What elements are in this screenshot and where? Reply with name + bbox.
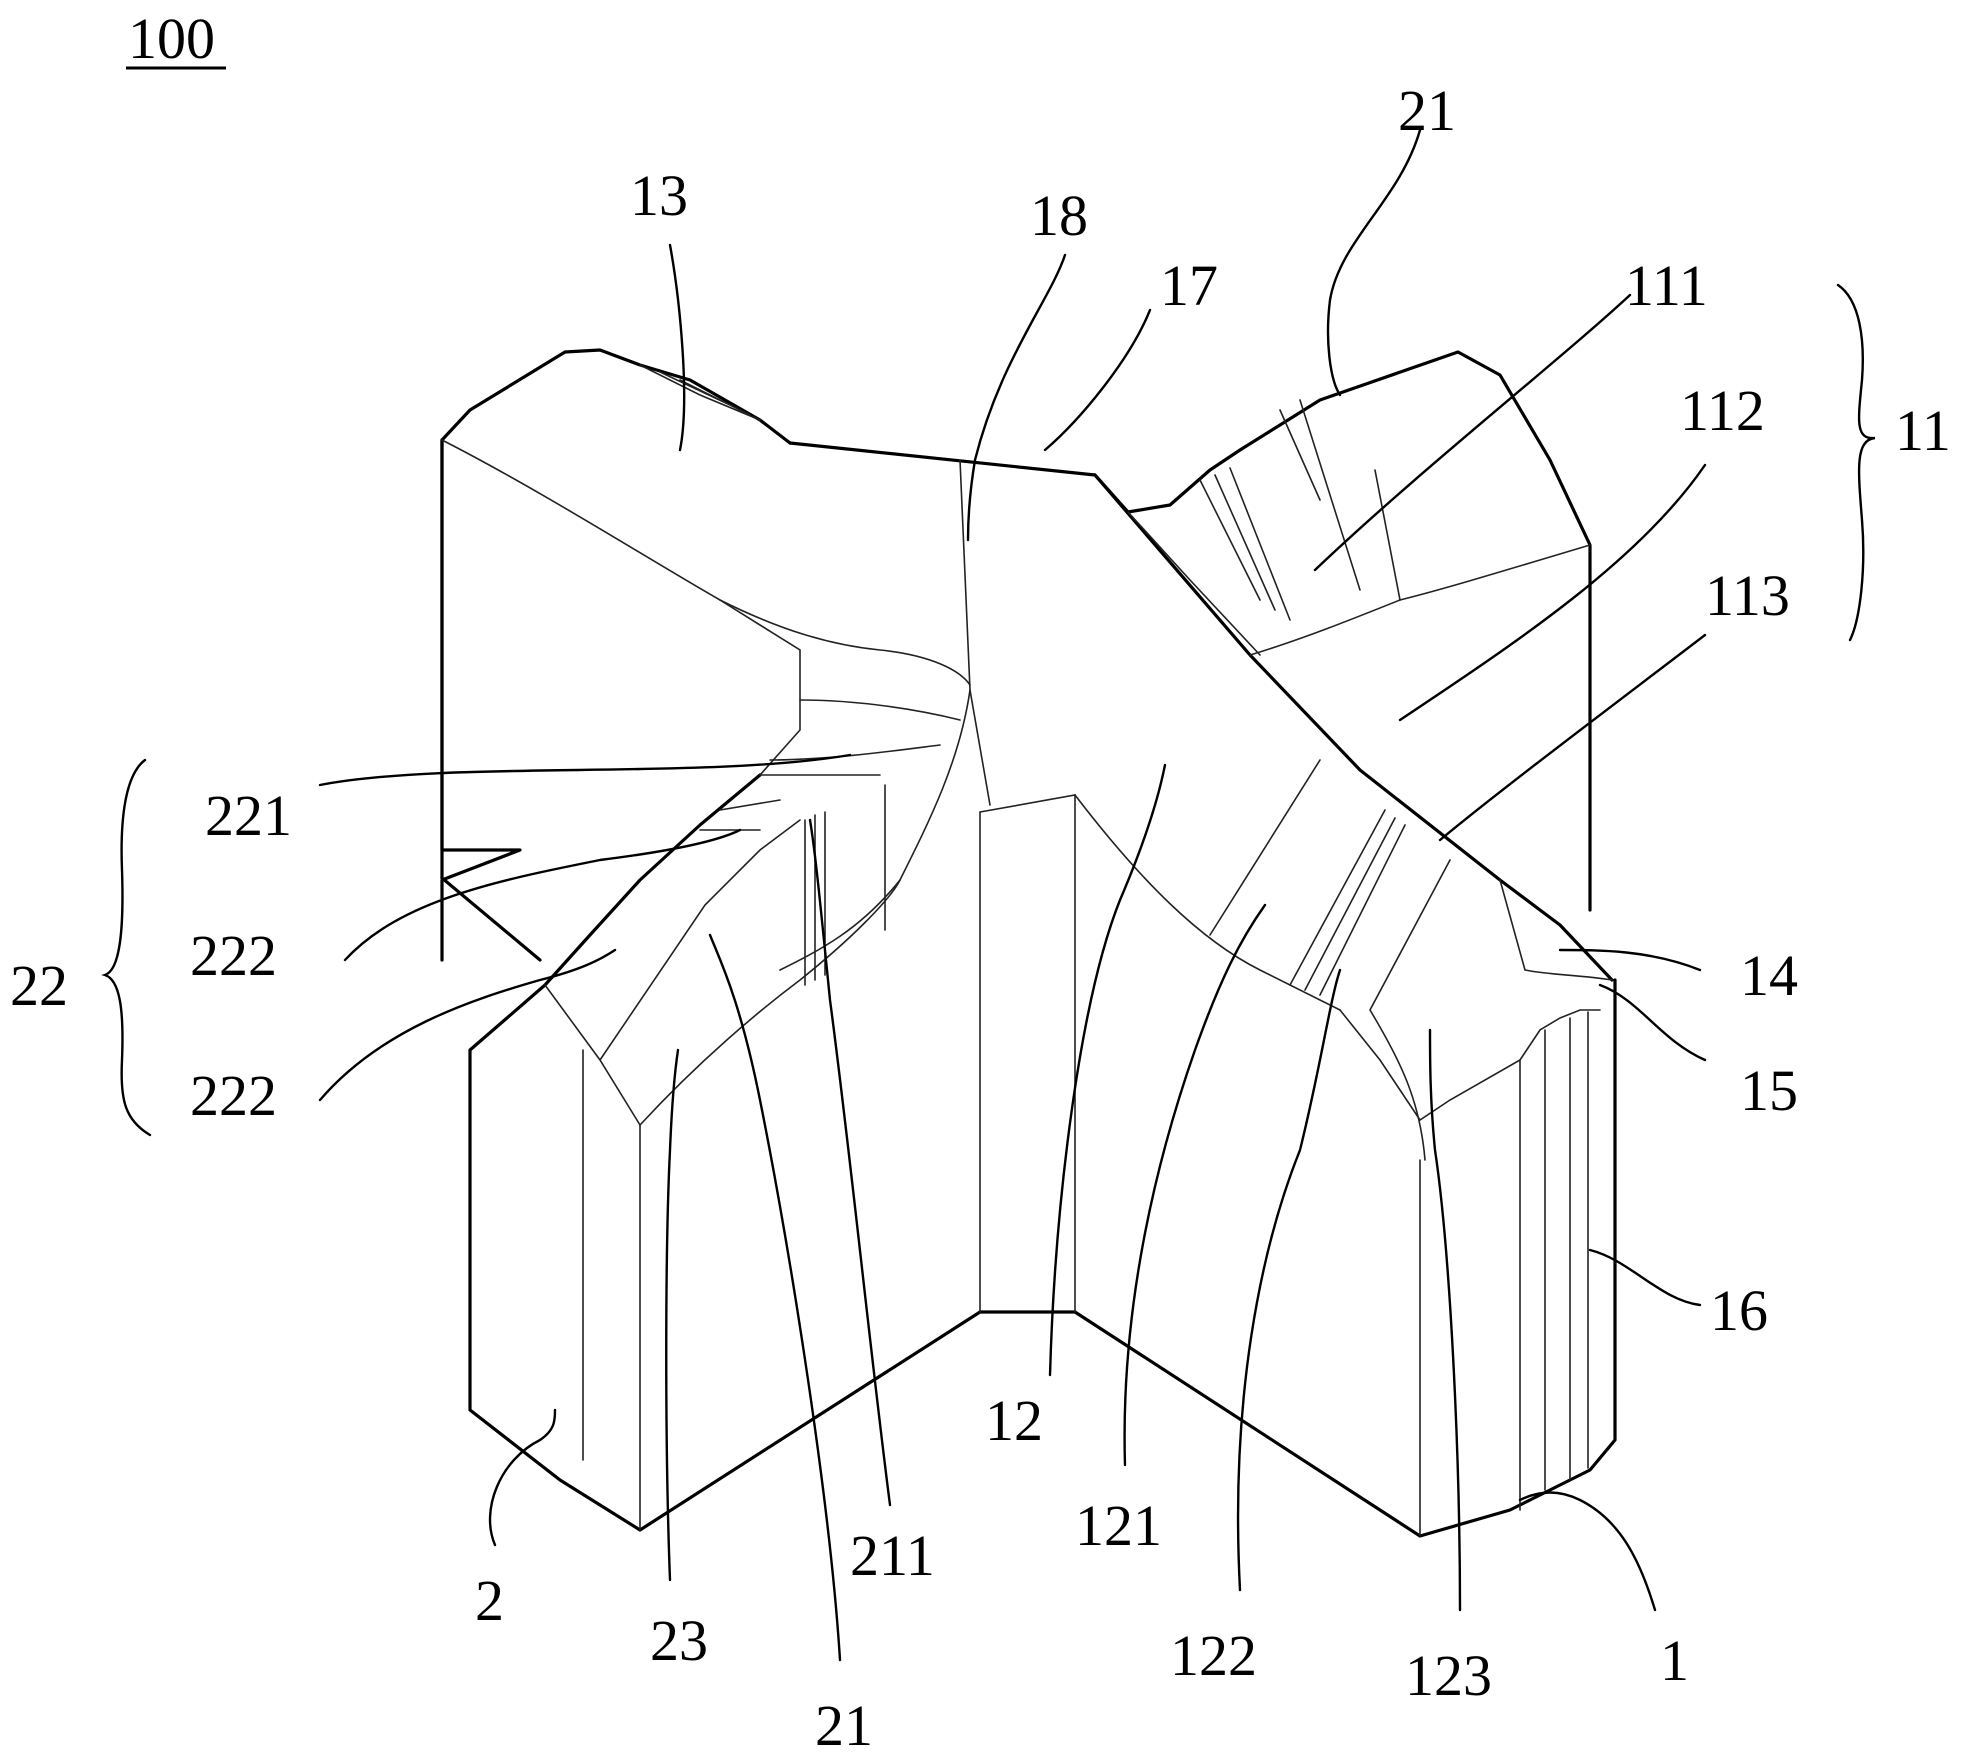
label-122: 122 — [1170, 1623, 1257, 1688]
leader-14 — [1560, 950, 1700, 970]
label-123: 123 — [1405, 1643, 1492, 1708]
face-13-flute-2 — [770, 745, 940, 760]
center-right-contour — [1075, 795, 1340, 1010]
label-21-top: 21 — [1398, 78, 1456, 143]
label-113: 113 — [1705, 563, 1790, 628]
label-1: 1 — [1660, 1628, 1689, 1693]
leader-211 — [810, 820, 890, 1505]
back-right-block-outline — [1128, 352, 1590, 910]
label-112: 112 — [1680, 378, 1765, 443]
leader-123 — [1430, 1030, 1460, 1610]
band-123 — [1370, 860, 1450, 1160]
face-13-curve — [442, 440, 970, 685]
center-notch-top — [980, 795, 1075, 1312]
leader-2 — [490, 1410, 555, 1545]
face-13-flute-1 — [800, 700, 960, 720]
figure-number: 100 — [128, 6, 215, 71]
center-left-contour — [780, 690, 970, 970]
leader-18 — [968, 255, 1065, 540]
label-221: 221 — [205, 783, 292, 848]
leader-122 — [1238, 970, 1340, 1590]
back-right-face-1 — [1200, 468, 1290, 620]
leader-21-bottom — [710, 935, 840, 1660]
face-13-lower — [720, 600, 800, 775]
label-18: 18 — [1030, 183, 1088, 248]
leader-23 — [666, 1050, 678, 1580]
leader-21-top — [1328, 130, 1420, 395]
band-122-b — [1305, 818, 1395, 990]
front-left-arm-top-edge — [470, 775, 980, 1530]
band-14 — [1500, 880, 1612, 980]
leader-1 — [1520, 1493, 1655, 1611]
back-right-face-3 — [1250, 545, 1590, 655]
label-22: 22 — [10, 953, 68, 1018]
line-18 — [960, 460, 990, 805]
label-2: 2 — [475, 1568, 504, 1633]
leader-112 — [1400, 465, 1705, 720]
label-15: 15 — [1740, 1058, 1798, 1123]
leader-121 — [1125, 905, 1265, 1465]
brace-11 — [1838, 285, 1875, 640]
label-21-bottom: 21 — [815, 1693, 873, 1758]
label-222-a: 222 — [190, 923, 277, 988]
leader-16 — [1590, 1250, 1700, 1305]
back-right-face-2 — [1280, 400, 1360, 590]
label-16: 16 — [1710, 1278, 1768, 1343]
label-211: 211 — [850, 1523, 935, 1588]
back-left-block-outline — [442, 350, 790, 960]
drill-bit-body — [442, 350, 1615, 1536]
label-222-b: 222 — [190, 1063, 277, 1128]
band-121 — [1210, 760, 1320, 935]
label-23: 23 — [650, 1608, 708, 1673]
label-111: 111 — [1625, 253, 1708, 318]
leader-222-b — [320, 950, 615, 1100]
internal-lines — [442, 365, 1612, 1536]
front-right-block-outline — [1075, 980, 1615, 1536]
back-right-face-4 — [1375, 470, 1400, 600]
label-14: 14 — [1740, 943, 1798, 1008]
front-left-flute — [640, 880, 900, 1125]
leader-12 — [1050, 765, 1165, 1375]
label-11: 11 — [1895, 398, 1951, 463]
label-13: 13 — [630, 163, 688, 228]
top-ridge — [790, 443, 1128, 512]
leader-17 — [1045, 310, 1150, 450]
leader-13 — [670, 245, 684, 450]
label-121: 121 — [1075, 1493, 1162, 1558]
top-hook-lines — [640, 365, 760, 420]
label-12: 12 — [985, 1388, 1043, 1453]
brace-22 — [105, 760, 150, 1135]
label-17: 17 — [1160, 253, 1218, 318]
main-diagonal-ridge — [1095, 475, 1612, 980]
back-left-block-bottom-edge — [442, 878, 540, 960]
